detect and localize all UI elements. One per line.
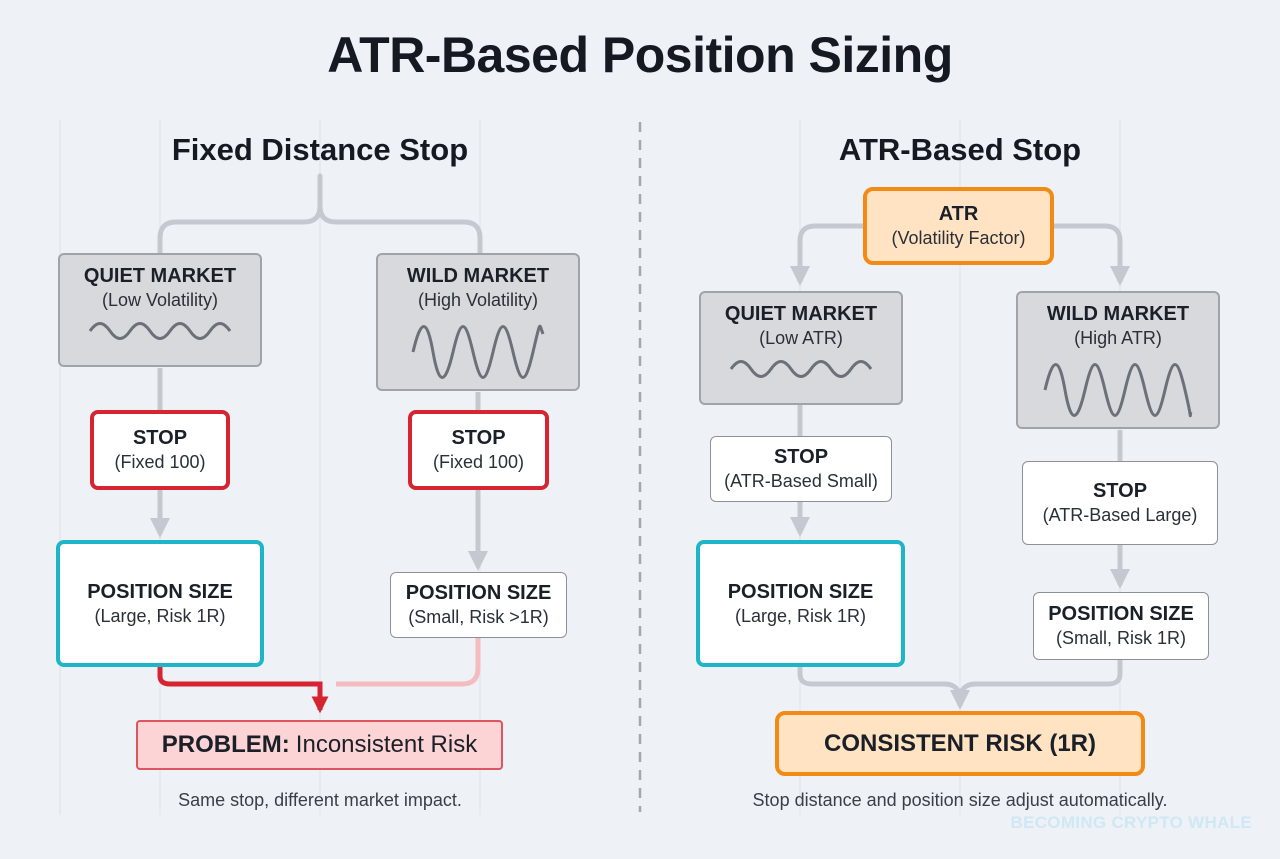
watermark: BECOMING CRYPTO WHALE (1010, 813, 1252, 832)
consistent-risk-box: CONSISTENT RISK (1R) (775, 711, 1145, 776)
box-title: POSITION SIZE (87, 580, 233, 603)
box-title: STOP (132, 427, 188, 450)
box-title: STOP (451, 427, 506, 450)
problem-text: Inconsistent Risk (295, 731, 478, 759)
box-subtitle: (Small, Risk >1R) (408, 607, 549, 628)
page-title: ATR-Based Position Sizing (327, 27, 953, 83)
box-subtitle: (Volatility Factor) (891, 228, 1026, 249)
atr-volatility-factor-box: ATR (Volatility Factor) (863, 187, 1054, 265)
low-volatility-wave-icon (88, 322, 232, 341)
left-position-small-box: POSITION SIZE (Small, Risk >1R) (390, 572, 567, 638)
problem-inconsistent-risk-box: PROBLEM: Inconsistent Risk (136, 720, 503, 770)
box-title: POSITION SIZE (405, 582, 552, 605)
left-quiet-market-box: QUIET MARKET (Low Volatility) (58, 253, 262, 367)
left-position-large-box: POSITION SIZE (Large, Risk 1R) (56, 540, 264, 667)
box-subtitle: (Large, Risk 1R) (734, 605, 867, 626)
right-position-small-box: POSITION SIZE (Small, Risk 1R) (1033, 592, 1209, 660)
box-title: ATR (938, 203, 979, 226)
low-atr-wave-icon (729, 360, 873, 379)
box-subtitle: (ATR-Based Small) (724, 471, 878, 492)
box-subtitle: (Low ATR) (759, 328, 843, 348)
left-stop-quiet-box: STOP (Fixed 100) (90, 410, 230, 490)
high-volatility-wave-icon (411, 325, 545, 380)
right-stop-small-box: STOP (ATR-Based Small) (710, 436, 892, 502)
box-subtitle: (Small, Risk 1R) (1055, 628, 1186, 649)
right-stop-large-box: STOP (ATR-Based Large) (1022, 461, 1218, 545)
box-subtitle: (High Volatility) (417, 290, 539, 310)
right-caption: Stop distance and position size adjust a… (752, 790, 1168, 810)
left-caption: Same stop, different market impact. (178, 790, 462, 810)
box-title: QUIET MARKET (724, 303, 878, 325)
left-wild-market-box: WILD MARKET (High Volatility) (376, 253, 580, 391)
box-title: STOP (773, 446, 829, 469)
box-subtitle: (Large, Risk 1R) (94, 605, 226, 626)
high-atr-wave-icon (1043, 363, 1193, 418)
right-quiet-market-box: QUIET MARKET (Low ATR) (699, 291, 903, 405)
problem-label: PROBLEM: (161, 731, 290, 759)
box-subtitle: (Low Volatility) (101, 290, 219, 310)
box-title: POSITION SIZE (727, 580, 874, 603)
right-panel-heading: ATR-Based Stop (838, 132, 1082, 167)
wild-to-problem-connector (336, 638, 481, 687)
left-panel-heading: Fixed Distance Stop (171, 132, 469, 167)
quiet-to-problem-connector (157, 667, 329, 714)
right-position-large-box: POSITION SIZE (Large, Risk 1R) (696, 540, 905, 667)
left-stop-wild-box: STOP (Fixed 100) (408, 410, 549, 490)
box-subtitle: (Fixed 100) (432, 452, 525, 473)
left-brace (157, 173, 483, 255)
right-wild-market-box: WILD MARKET (High ATR) (1016, 291, 1220, 429)
box-subtitle: (Fixed 100) (114, 452, 206, 473)
box-title: POSITION SIZE (1048, 603, 1194, 626)
box-title: WILD MARKET (406, 265, 550, 287)
box-title: QUIET MARKET (83, 265, 237, 287)
box-subtitle: (High ATR) (1074, 328, 1162, 348)
box-subtitle: (ATR-Based Large) (1042, 505, 1198, 526)
box-title: STOP (1092, 480, 1148, 503)
box-title: WILD MARKET (1046, 303, 1190, 325)
